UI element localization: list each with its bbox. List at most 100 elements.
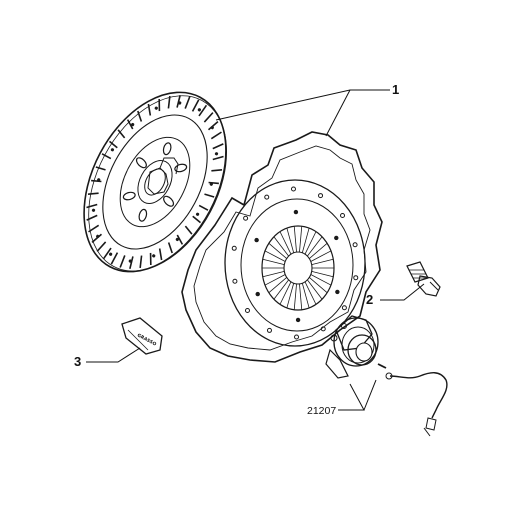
friction-rivet — [87, 192, 99, 195]
friction-rivet — [176, 234, 184, 245]
diaphragm-finger — [262, 258, 285, 266]
cover-bolt-holes — [231, 186, 359, 340]
damper-spring — [138, 208, 148, 222]
friction-rivet — [117, 129, 126, 139]
diaphragm-finger — [310, 274, 332, 286]
diaphragm-finger — [264, 274, 286, 286]
diaphragm-finger — [268, 243, 287, 259]
friction-rivet — [149, 252, 152, 266]
friction-rivet — [167, 242, 173, 254]
diaphragm-finger — [311, 270, 334, 278]
disc-hub — [147, 157, 179, 195]
friction-rivet — [88, 224, 100, 233]
damper-spring — [122, 191, 136, 201]
cover-hole — [353, 275, 359, 281]
friction-rivet — [198, 204, 209, 211]
diaphragm-finger — [264, 250, 286, 262]
cover-hole — [318, 193, 324, 199]
friction-hole — [175, 237, 179, 242]
diaphragm-finger — [304, 281, 317, 305]
friction-rivet — [184, 225, 193, 235]
callout-3: 3 — [74, 354, 81, 369]
friction-rivet — [108, 140, 118, 149]
friction-holes — [91, 101, 219, 263]
cover-hole — [266, 327, 272, 333]
diaphragm-finger — [286, 283, 295, 309]
friction-rivet — [212, 143, 224, 150]
friction-rivet — [119, 255, 126, 268]
friction-rivet — [192, 215, 202, 224]
friction-rivet — [91, 179, 102, 183]
friction-rivet — [95, 166, 106, 171]
diaphragm-finger — [273, 236, 289, 257]
diaphragm-finger — [310, 250, 332, 262]
cover-hole — [320, 326, 326, 332]
cover-hole — [340, 212, 346, 218]
friction-hole — [214, 152, 219, 156]
friction-rivet — [203, 112, 214, 123]
diaphragm-finger — [307, 279, 323, 300]
friction-rivet — [191, 99, 200, 112]
leader-lines — [86, 89, 425, 411]
friction-rivet — [91, 233, 103, 243]
callout-1: 1 — [392, 82, 399, 97]
friction-rivet — [204, 193, 215, 198]
friction-hole — [96, 234, 100, 238]
grease-pack[interactable]: GRASSO — [121, 317, 163, 355]
friction-hole — [128, 259, 132, 263]
cover-hole — [341, 305, 347, 311]
friction-rivet — [129, 256, 134, 269]
callout-2: 2 — [366, 292, 373, 307]
cover-hole — [231, 245, 237, 251]
diaphragm-finger — [309, 243, 328, 259]
friction-rivet — [176, 95, 181, 108]
friction-hole — [131, 122, 135, 127]
friction-rivet — [86, 214, 98, 221]
friction-rivet — [147, 103, 152, 116]
bolt[interactable] — [406, 261, 441, 297]
friction-rivet — [167, 95, 171, 109]
pressure-plate[interactable] — [181, 131, 383, 363]
friction-hole — [197, 108, 201, 112]
friction-hole — [210, 126, 214, 130]
rivet — [255, 291, 260, 297]
diaphragm-finger — [307, 236, 323, 257]
diaphragm-finger — [309, 277, 328, 293]
friction-rivet — [96, 241, 107, 252]
diaphragm-finger — [311, 258, 334, 266]
cover-hole — [232, 278, 238, 284]
friction-hole — [195, 212, 200, 216]
friction-rivet — [198, 104, 208, 117]
friction-hole — [209, 182, 213, 186]
cover-hole — [264, 194, 270, 200]
diaphragm-finger — [301, 283, 310, 309]
cover-hole — [243, 215, 249, 221]
friction-rivet — [137, 110, 143, 122]
friction-rivet — [211, 169, 223, 172]
diaphragm-finger — [293, 283, 297, 310]
release-bearing[interactable] — [325, 315, 379, 379]
friction-rivet — [184, 96, 191, 109]
friction-rivets — [86, 95, 224, 269]
friction-rivet — [158, 248, 163, 261]
friction-rivet — [207, 121, 219, 131]
friction-hole — [152, 254, 156, 258]
friction-rivet — [208, 181, 219, 185]
diaphragm-finger — [301, 227, 310, 253]
cover-hole — [294, 334, 300, 340]
diaphragm-finger — [268, 277, 287, 293]
friction-hole — [109, 252, 113, 256]
damper-spring — [163, 195, 175, 207]
cover-hole — [244, 308, 250, 314]
diaphragm-finger — [293, 226, 297, 253]
damper-spring — [162, 142, 172, 156]
cover-hole — [352, 242, 358, 248]
rivet — [293, 209, 299, 215]
rivet — [254, 237, 259, 243]
friction-rivet — [110, 252, 119, 265]
friction-rivet — [158, 98, 161, 112]
friction-rivet — [126, 119, 134, 130]
callout-21207: 21207 — [307, 405, 336, 417]
diaphragm-finger — [299, 283, 303, 310]
friction-rivet — [102, 247, 112, 260]
